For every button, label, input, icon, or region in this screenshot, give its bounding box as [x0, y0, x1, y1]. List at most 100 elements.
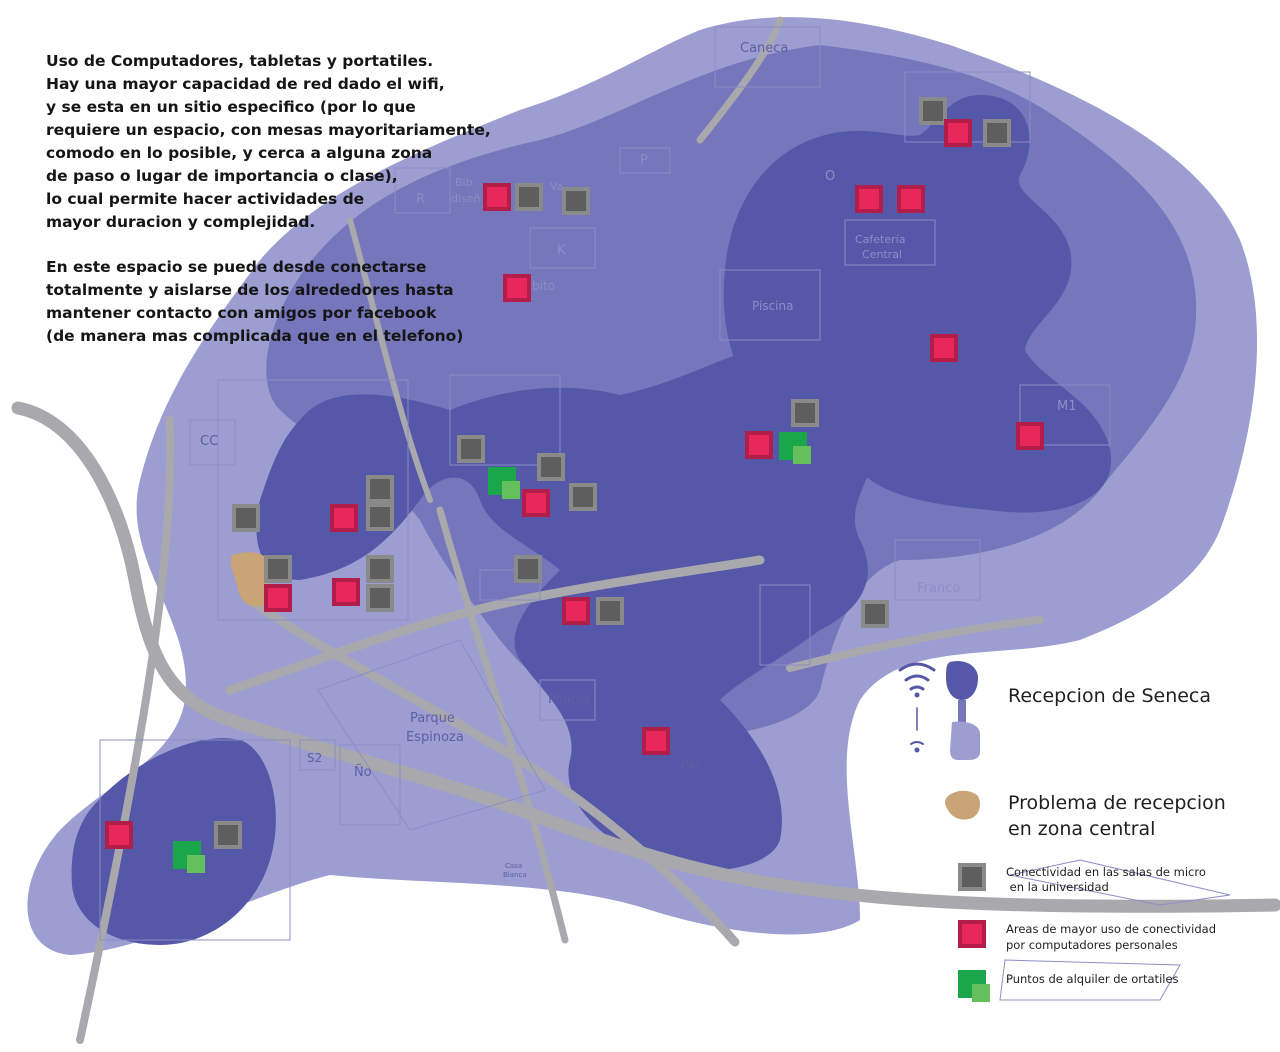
- label-espinoza: Espinoza: [406, 730, 464, 745]
- rental-marker: [173, 841, 205, 873]
- micro-room-marker: [515, 183, 543, 211]
- micro-room-marker: [569, 483, 597, 511]
- place-labels: Caneca P R Bib diseñ Va K bito O Cafeter…: [200, 41, 1077, 879]
- personal-use-marker: [944, 119, 972, 147]
- personal-use-marker: [855, 185, 883, 213]
- label-o: O: [825, 169, 835, 184]
- micro-room-marker: [214, 821, 242, 849]
- personal-use-marker: [105, 821, 133, 849]
- roads: [11, 16, 1280, 1044]
- label-franco: Franco: [917, 581, 960, 596]
- micro-room-marker: [596, 597, 624, 625]
- label-central: Central: [862, 248, 902, 261]
- label-r: R: [416, 192, 425, 207]
- label-caneca: Caneca: [740, 41, 788, 56]
- road-north: [696, 16, 784, 144]
- micro-room-marker: [366, 584, 394, 612]
- building-cafeteria: [844, 219, 936, 266]
- legend-problem-label-1: Problema de recepcion: [1008, 792, 1226, 814]
- road-southwest: [76, 416, 175, 1044]
- personal-use-marker: [330, 504, 358, 532]
- label-blanca: Blanca: [503, 871, 527, 879]
- legend-rental-icon: [958, 970, 990, 1002]
- description-paragraph-1: Uso de Computadores, tabletas y portatil…: [46, 52, 491, 231]
- building-misc-1: [759, 584, 811, 666]
- road-east: [786, 616, 1044, 672]
- legend-personal-icon: [958, 920, 986, 948]
- micro-room-marker: [366, 503, 394, 531]
- label-k: K: [557, 243, 566, 258]
- legend-outline-micro: [1009, 859, 1231, 906]
- parque-espinoza-outline: [317, 639, 546, 831]
- seneca-figure-icon: [946, 660, 980, 760]
- label-casa: Casa: [505, 862, 522, 870]
- label-policia: Policia: [548, 692, 589, 707]
- building-outlines: [99, 26, 1231, 1001]
- building-piscina: [719, 269, 821, 341]
- legend-outline-rental: [999, 959, 1181, 1001]
- legend-reception-label: Recepcion de Seneca: [1008, 685, 1212, 707]
- building-cc: [189, 419, 236, 466]
- micro-room-marker: [562, 187, 590, 215]
- road-central-south: [436, 506, 569, 944]
- personal-use-marker: [562, 597, 590, 625]
- personal-use-marker: [930, 334, 958, 362]
- personal-use-marker: [642, 727, 670, 755]
- label-va: Va: [550, 180, 563, 193]
- legend-rental-label: Puntos de alquiler de ortatiles: [1006, 972, 1179, 986]
- problem-blob-icon: [945, 790, 980, 820]
- building-center: [449, 374, 561, 466]
- wifi-signal-icon: [898, 662, 936, 753]
- road-west-north: [347, 217, 433, 503]
- road-diagonal: [245, 595, 740, 947]
- description-text: Uso de Computadores, tabletas y portatil…: [46, 50, 506, 348]
- description-paragraph-2: En este espacio se puede desde conectars…: [46, 258, 464, 345]
- building-r: [394, 167, 451, 214]
- legend-personal-label-1: Areas de mayor uso de conectividad: [1006, 922, 1217, 936]
- building-m1: [1019, 384, 1111, 446]
- personal-use-marker: [745, 431, 773, 459]
- label-parque: Parque: [410, 711, 455, 726]
- micro-room-marker: [791, 399, 819, 427]
- micro-room-marker: [537, 453, 565, 481]
- personal-use-marker: [503, 274, 531, 302]
- micro-room-marker: [264, 555, 292, 583]
- building-southwest: [99, 739, 291, 941]
- micro-room-marker: [366, 555, 394, 583]
- micro-room-marker: [861, 600, 889, 628]
- legend-micro-label-1: Conectividad en las salas de micro: [1006, 865, 1206, 879]
- label-cc: CC: [200, 434, 218, 449]
- personal-use-marker: [264, 584, 292, 612]
- label-no: Ño: [354, 764, 372, 780]
- label-bib: Bib: [455, 176, 473, 189]
- label-m1: M1: [1057, 399, 1077, 414]
- label-bito: bito: [532, 279, 555, 293]
- legend-personal-label-2: por computadores personales: [1006, 938, 1178, 952]
- micro-room-marker: [366, 475, 394, 503]
- building-p: [619, 147, 671, 174]
- legend-micro-label-2: en la universidad: [1006, 880, 1109, 894]
- micro-room-marker: [457, 435, 485, 463]
- building-s2: [299, 739, 336, 771]
- personal-use-marker: [332, 578, 360, 606]
- label-piscina: Piscina: [752, 299, 793, 313]
- personal-use-marker: [522, 489, 550, 517]
- rental-marker: [488, 467, 520, 499]
- building-policia: [539, 679, 596, 721]
- label-cafeteria: Cafetería: [855, 233, 905, 246]
- legend-micro-icon: [958, 863, 986, 891]
- road-west: [11, 401, 1280, 913]
- rental-marker: [779, 432, 811, 464]
- micro-room-marker: [514, 555, 542, 583]
- building-misc-2: [479, 569, 541, 601]
- personal-use-marker: [897, 185, 925, 213]
- micro-room-marker: [983, 119, 1011, 147]
- label-au: Au: [680, 755, 700, 773]
- building-no: [339, 744, 401, 826]
- label-disei: diseñ: [451, 192, 481, 205]
- personal-use-marker: [1016, 422, 1044, 450]
- micro-room-marker: [232, 504, 260, 532]
- building-b: [217, 379, 409, 621]
- building-k: [529, 227, 596, 269]
